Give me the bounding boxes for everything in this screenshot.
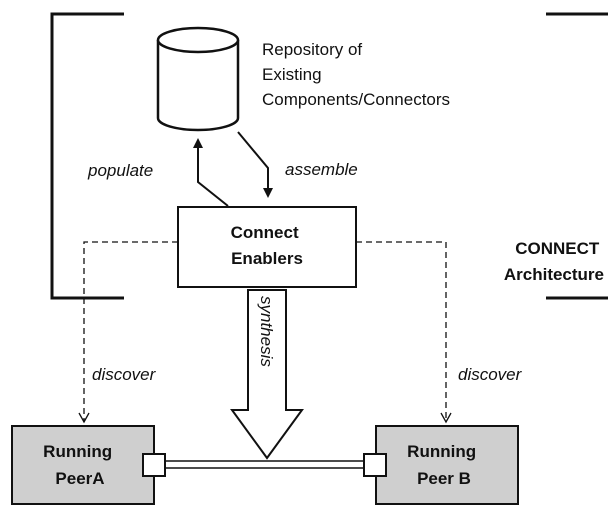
discover-right-line bbox=[356, 241, 452, 424]
peer-a-label-line: Running bbox=[43, 442, 112, 461]
peer-connector bbox=[165, 460, 364, 469]
repository-label: Repository of Existing Components/Connec… bbox=[262, 40, 450, 109]
populate-label: populate bbox=[87, 161, 153, 180]
architecture-bracket-left bbox=[50, 12, 124, 300]
repository-label-line: Repository of bbox=[262, 40, 362, 59]
peer-b-port bbox=[363, 453, 387, 477]
peer-a-label-line: PeerA bbox=[55, 469, 104, 488]
connect-enablers-box bbox=[177, 206, 357, 288]
synthesis-arrow bbox=[230, 289, 304, 460]
connect-enablers-label-line: Enablers bbox=[231, 249, 303, 268]
architecture-label-line: CONNECT bbox=[515, 239, 600, 258]
peer-b-label: Running Peer B bbox=[407, 442, 481, 488]
assemble-label: assemble bbox=[285, 160, 358, 179]
assemble-arrow bbox=[237, 131, 273, 198]
peer-b-box bbox=[375, 425, 519, 505]
connect-enablers-label-line: Connect bbox=[231, 223, 299, 242]
repository-label-line: Existing bbox=[262, 65, 322, 84]
discover-right-label: discover bbox=[458, 365, 523, 384]
populate-arrow bbox=[193, 138, 229, 207]
architecture-label-line: Architecture bbox=[504, 265, 604, 284]
repository-label-line: Components/Connectors bbox=[262, 90, 450, 109]
repository-cylinder bbox=[156, 26, 240, 132]
discover-left-label: discover bbox=[92, 365, 157, 384]
peer-a-label: Running PeerA bbox=[43, 442, 117, 488]
connect-enablers-label: Connect Enablers bbox=[231, 223, 304, 268]
synthesis-label: synthesis bbox=[257, 296, 276, 367]
discover-left-line bbox=[78, 241, 178, 424]
peer-b-label-line: Running bbox=[407, 442, 476, 461]
peer-b-label-line: Peer B bbox=[417, 469, 471, 488]
architecture-label: CONNECT Architecture bbox=[504, 239, 604, 284]
peer-a-box bbox=[11, 425, 155, 505]
peer-a-port bbox=[142, 453, 166, 477]
